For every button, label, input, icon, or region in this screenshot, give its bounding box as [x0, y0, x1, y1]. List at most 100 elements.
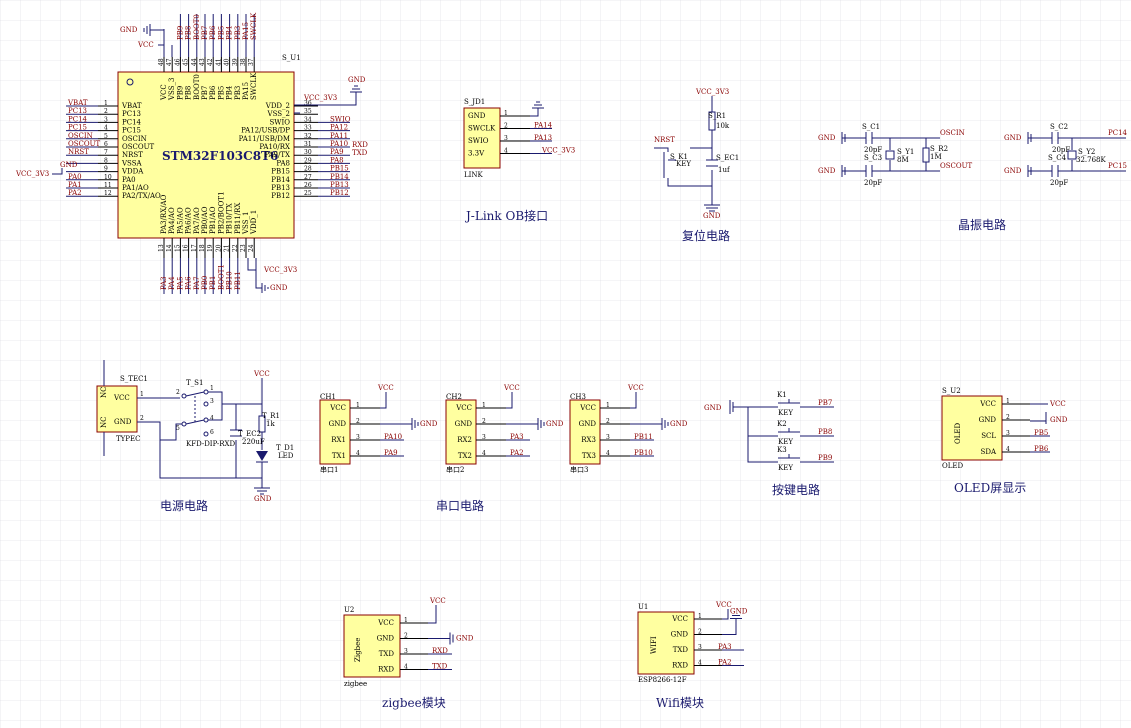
mcu-block[interactable]: S_U1 STM32F103C8T6 VCC48VSS_347PB946PB9P…	[15, 12, 368, 294]
zigbee-name: zigbee	[344, 680, 367, 688]
mcu-bottom-net-1: PA4	[168, 276, 176, 290]
serial-1-pin-1: GND	[455, 420, 473, 428]
jlink-body	[463, 107, 501, 169]
key-net-1: PB8	[818, 428, 832, 436]
wifi-num-3: 4	[698, 660, 702, 667]
jlink-name: LINK	[464, 171, 484, 179]
mcu-top-pin-4: BOOT0	[193, 74, 201, 100]
mcu-bottom-num-0: 13	[158, 244, 165, 252]
serial-0-pin-0: VCC	[329, 404, 346, 412]
mcu-top-gnd: GND	[120, 26, 138, 34]
usb-num-2: 2	[140, 415, 144, 422]
zigbee-num-3: 4	[404, 664, 408, 671]
wifi-num-1: 2	[698, 629, 702, 636]
jlink-net-1: PA14	[534, 122, 553, 130]
mcu-top-net-10: PA15	[242, 22, 250, 40]
mcu-right-num-4: 32	[304, 133, 312, 140]
mcu-right-gnd: GND	[348, 76, 366, 84]
key-name-2: KEY	[778, 464, 793, 472]
oled-name: OLED	[942, 462, 963, 470]
mcu-left-net-3: PC15	[68, 124, 87, 132]
jlink-net-3: VCC_3V3	[541, 147, 575, 155]
mcu-top-pin-11: SWCLK	[250, 72, 258, 100]
mcu-right-pin-5: PA10/RX	[259, 143, 290, 151]
serial-name-1: 串口2	[446, 466, 464, 474]
key-name-0: KEY	[778, 409, 793, 417]
xtal-c1-val: 20pF	[864, 146, 882, 154]
mcu-right-pin-9: PB14	[271, 176, 290, 184]
zigbee-pin-3: RXD	[378, 666, 394, 674]
zigbee-title: zigbee模块	[382, 696, 446, 710]
mcu-left-pin-7: VSSA	[121, 159, 143, 167]
serial-2-net-3: PB10	[634, 449, 653, 457]
reset-block[interactable]: VCC_3V3 S_R1 10k NRST S_K1 KEY S_EC1 1uf…	[654, 88, 739, 243]
mcu-top-num-1: 47	[166, 58, 173, 66]
gnd-symbol-top	[143, 24, 151, 36]
zigbee-pin-0: VCC	[377, 619, 394, 627]
usb-num-1: 1	[140, 391, 144, 398]
reset-c-val: 1uf	[718, 166, 731, 174]
oled-num-3: 4	[1006, 446, 1010, 453]
xtal-c3-ref: S_C3	[864, 154, 882, 162]
xtal-c4-val: 20pF	[1050, 179, 1068, 187]
mcu-right-net-11: PB12	[330, 189, 349, 197]
mcu-bottom-num-1: 14	[166, 244, 173, 252]
mcu-top-net-4: BOOT0	[193, 14, 201, 40]
xtal-r2-val: 1M	[930, 153, 942, 161]
mcu-top-num-7: 41	[215, 58, 222, 66]
mcu-left-num-0: 1	[104, 100, 108, 107]
mcu-left-net-4: OSCIN	[68, 132, 93, 140]
mcu-left-num-6: 7	[104, 149, 108, 156]
wifi-pin-2: TXD	[673, 646, 689, 654]
mcu-left-net-11: PA2	[68, 189, 82, 197]
power-block[interactable]: S_TEC1 NC NC VCC GND 1 2 TYPEC T_S1 2 1 …	[96, 360, 294, 513]
mcu-right-num-2: 34	[304, 116, 312, 123]
wifi-name: ESP8266-12F	[638, 676, 687, 684]
mcu-bottom-num-7: 20	[215, 244, 222, 252]
mcu-top-pin-1: VSS_3	[168, 78, 176, 101]
reset-r-ref: S_R1	[708, 112, 726, 120]
mcu-left-pin-5: OSCOUT	[122, 143, 155, 151]
sw-num-5: 5	[176, 425, 180, 432]
mcu-bottom-num-10: 23	[240, 244, 247, 252]
wifi-net-2: PA3	[718, 643, 732, 651]
sw-num-4: 4	[210, 415, 214, 422]
oled-pin-0: VCC	[979, 400, 996, 408]
crystal-block[interactable]: GND GND S_C1 20pF S_C3 20pF S_Y1 8M S_R2…	[818, 123, 1128, 232]
zigbee-pin-1: GND	[377, 635, 395, 643]
mcu-left-pin-3: PC15	[122, 127, 141, 135]
mcu-bot-vcc: VCC_3V3	[263, 266, 297, 274]
reset-nrst: NRST	[654, 136, 675, 144]
wifi-pin-1: GND	[671, 631, 689, 639]
serial-2-num-1: 2	[606, 418, 610, 425]
mcu-left-net-2: PC14	[68, 115, 88, 123]
key-ref-2: K3	[777, 446, 787, 454]
serial-2-num-3: 4	[606, 450, 610, 457]
mcu-left-net-5: OSCOUT	[68, 140, 101, 148]
mcu-bottom-num-8: 21	[224, 244, 231, 252]
mcu-left-pin-1: PC13	[122, 110, 141, 118]
zigbee-num-0: 1	[404, 617, 408, 624]
mcu-bottom-pin-5: PB0/AO	[201, 206, 209, 234]
mcu-left-num-11: 12	[104, 190, 112, 197]
serial-2-pin-3: TX3	[582, 452, 596, 460]
mcu-right-net-2: SWIO	[330, 115, 351, 123]
mcu-top-pins: VCC48VSS_347PB946PB9PB845PB8BOOT044BOOT0…	[158, 12, 258, 101]
serial-title: 串口电路	[436, 498, 484, 513]
mcu-right-pin-11: PB12	[271, 192, 290, 200]
reset-c-ref: S_EC1	[716, 154, 739, 162]
mcu-left-num-5: 6	[104, 141, 108, 148]
mcu-left-pin-4: OSCIN	[122, 135, 147, 143]
mcu-bottom-net-4: PA7	[193, 276, 201, 290]
mcu-left-pin-9: PA0	[122, 176, 136, 184]
mcu-top-net-3: PB8	[185, 26, 193, 40]
mcu-bottom-pin-10: VSS_1	[242, 212, 250, 235]
xtal-c2-val: 20pF	[1052, 146, 1070, 154]
